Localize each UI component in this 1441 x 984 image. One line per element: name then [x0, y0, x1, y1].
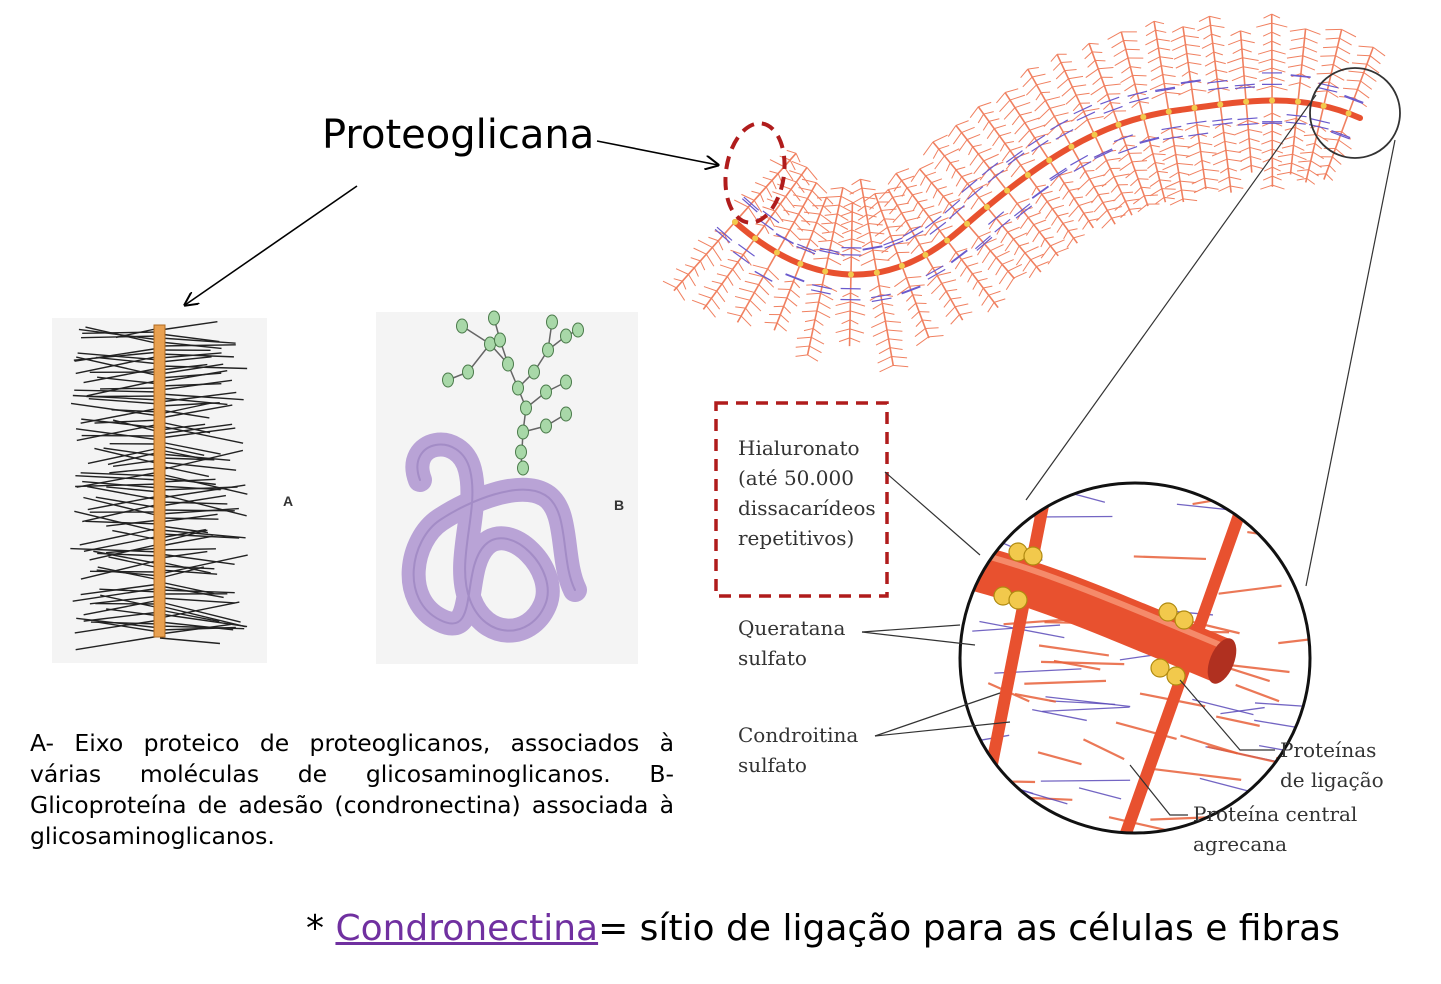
diagram-title: Proteoglicana	[322, 112, 595, 158]
sugar-residues	[442, 310, 584, 476]
footnote: * Condronectina= sítio de ligação para a…	[306, 908, 1340, 949]
figure-caption: A- Eixo proteico de proteoglicanos, asso…	[30, 729, 674, 850]
zoom-connector-right	[1305, 139, 1396, 587]
footnote-prefix: *	[306, 908, 336, 949]
core-protein-rod	[153, 324, 166, 638]
zoom-connector-left	[1025, 94, 1317, 501]
panel-label-a: A	[283, 493, 294, 509]
label-hialuronato: Hialuronato (até 50.000 dissacarídeos re…	[738, 436, 876, 550]
footnote-definition: = sítio de ligação para as células e fib…	[598, 908, 1340, 949]
label-leader-lines	[861, 471, 1275, 816]
arrow-to-aggregate	[596, 140, 718, 165]
arrow-to-panel-a	[185, 185, 358, 305]
label-proteinas-ligacao: Proteínas de ligação	[1280, 738, 1384, 792]
label-condroitina: Condroitina sulfato	[738, 723, 859, 777]
panel-a-gag-bristles	[70, 320, 248, 651]
footnote-term: Condronectina	[335, 908, 599, 949]
glycoprotein-chain-shade	[412, 443, 576, 632]
label-proteina-central: Proteína central agrecana	[1193, 802, 1358, 856]
aggregate-bristles	[662, 13, 1386, 373]
zoom-circle-outline	[958, 481, 1312, 835]
label-queratana: Queratana sulfato	[738, 616, 846, 670]
highlight-dashed-ellipse	[723, 121, 787, 225]
aggregate-link-dots	[732, 97, 1352, 278]
magnify-source-circle	[1309, 67, 1401, 159]
highlight-dashed-box	[714, 401, 889, 598]
panel-label-b: B	[614, 497, 625, 513]
